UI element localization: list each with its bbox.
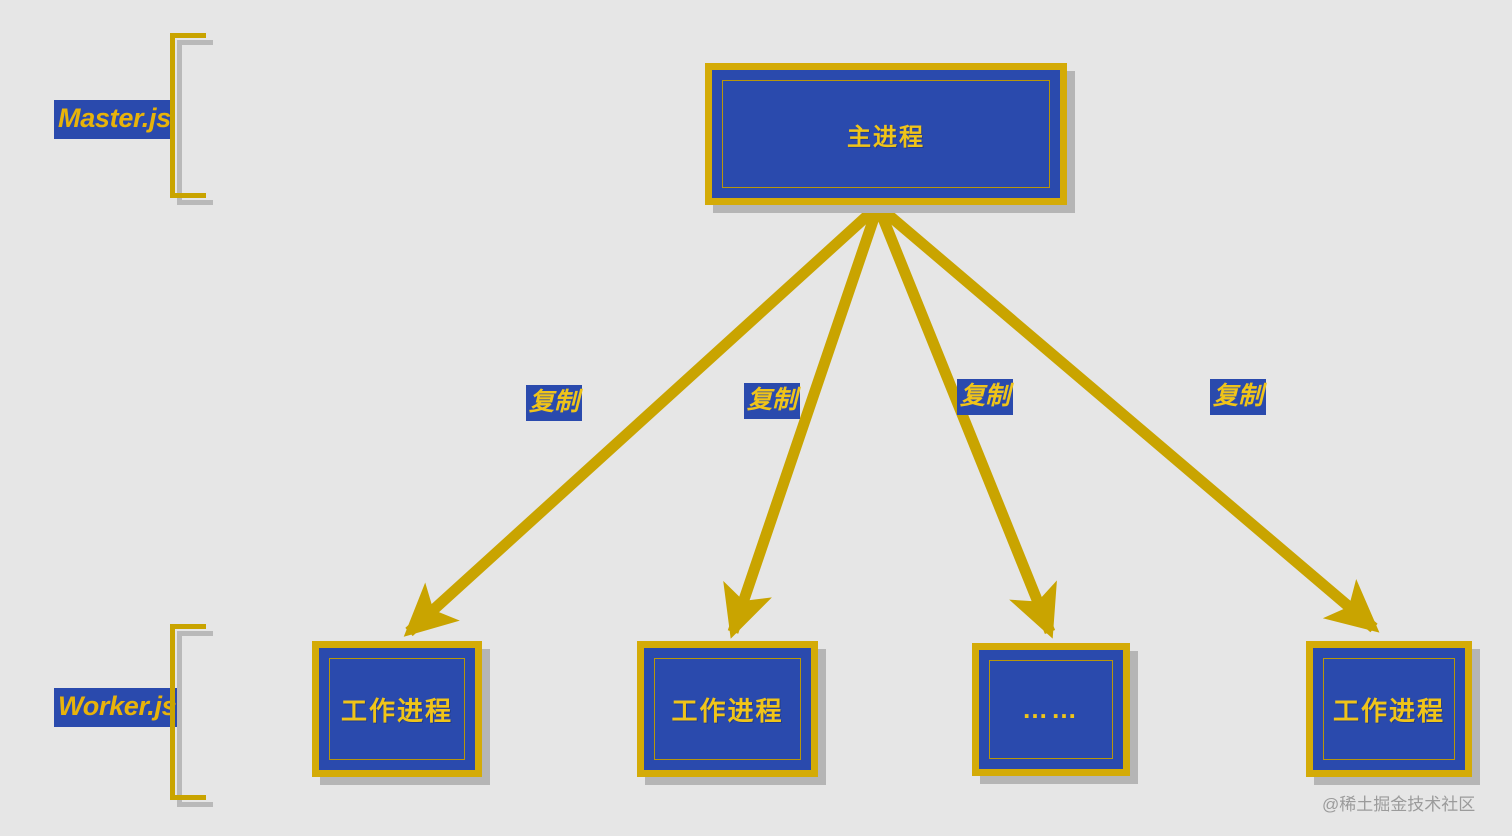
edge-label-copy-3: 复制: [957, 379, 1014, 416]
master-process-box[interactable]: 主进程: [705, 63, 1075, 213]
edge-label-copy-1: 复制: [526, 385, 583, 422]
worker-process-box-2[interactable]: 工作进程: [637, 641, 826, 785]
bracket-master-shadow: [177, 40, 213, 205]
worker-process-box-4[interactable]: 工作进程: [1306, 641, 1480, 785]
watermark: @稀土掘金技术社区: [1322, 795, 1476, 814]
bracket-worker: [170, 624, 213, 807]
edge-label-copy-4: 复制: [1210, 379, 1267, 416]
bracket-worker-stroke: [170, 624, 206, 800]
side-label-master: Master.js: [54, 100, 175, 139]
arrow-to-worker-1: [403, 201, 882, 637]
master-process-label: 主进程: [847, 123, 925, 151]
bracket-master: [170, 33, 213, 205]
arrow-to-worker-2: [723, 204, 884, 639]
worker-process-label-2: 工作进程: [671, 695, 784, 726]
arrow-to-worker-3: [872, 203, 1057, 639]
worker-process-box-3[interactable]: ……: [972, 643, 1138, 784]
worker-process-box-3-frame: ……: [972, 643, 1130, 776]
worker-process-ellipsis-3: ……: [1022, 694, 1080, 724]
worker-process-box-2-frame: 工作进程: [637, 641, 818, 777]
worker-process-box-1-frame: 工作进程: [312, 641, 482, 777]
master-process-box-frame: 主进程: [705, 63, 1067, 205]
bracket-worker-shadow: [177, 631, 213, 807]
edge-label-copy-2: 复制: [744, 383, 801, 420]
side-label-worker: Worker.js: [54, 688, 181, 727]
worker-process-box-4-frame: 工作进程: [1306, 641, 1472, 777]
worker-process-label-4: 工作进程: [1332, 695, 1445, 726]
worker-process-box-1[interactable]: 工作进程: [312, 641, 490, 785]
bracket-master-stroke: [170, 33, 206, 198]
arrow-to-worker-4: [874, 201, 1380, 633]
worker-process-label-1: 工作进程: [340, 695, 453, 726]
